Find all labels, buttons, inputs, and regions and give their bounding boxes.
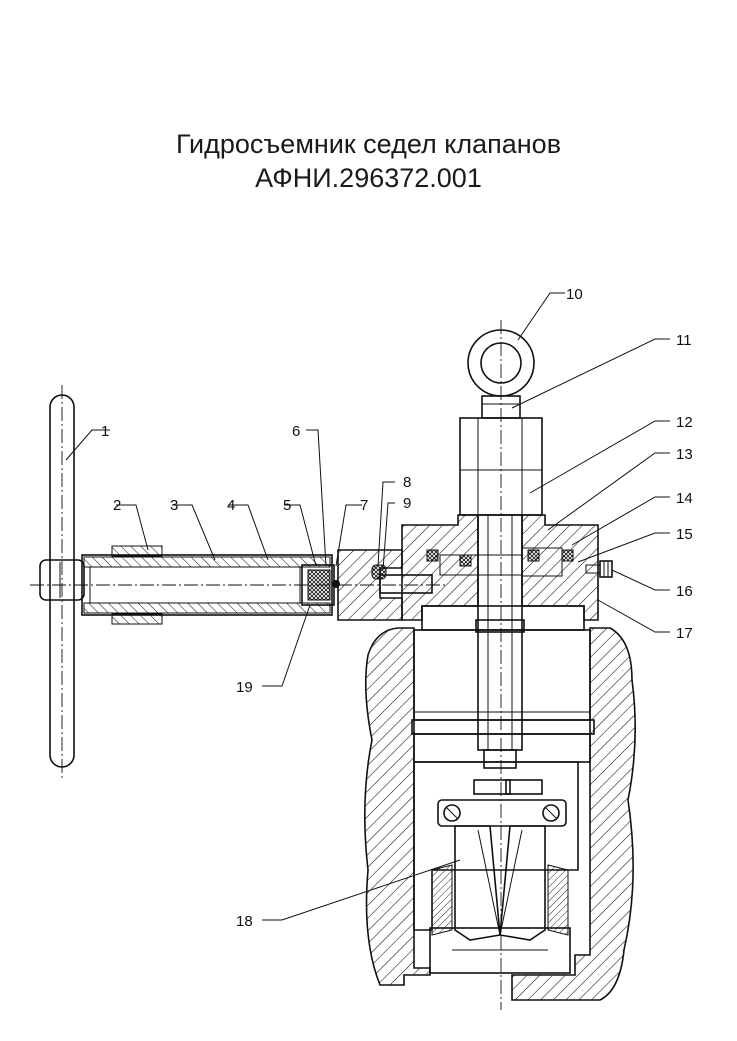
valve-body — [364, 627, 636, 1001]
callout-13: 13 — [676, 446, 693, 463]
callout-3: 3 — [170, 497, 178, 514]
leader-lines — [65, 292, 670, 921]
callout-14: 14 — [676, 490, 693, 507]
callout-7: 7 — [360, 497, 368, 514]
drawing-number: АФНИ.296372.001 — [255, 163, 482, 193]
callout-2: 2 — [113, 497, 121, 514]
cavity-outline — [411, 605, 595, 974]
callout-11: 11 — [676, 332, 692, 349]
callout-8: 8 — [403, 474, 411, 491]
callout-15: 15 — [676, 526, 693, 543]
callout-10: 10 — [566, 286, 583, 303]
puller-jaws — [437, 779, 567, 941]
callout-4: 4 — [227, 497, 235, 514]
center-lines — [30, 320, 502, 1010]
callout-16: 16 — [676, 583, 693, 600]
callout-6: 6 — [292, 423, 300, 440]
cylinder-head — [401, 514, 613, 621]
callout-17: 17 — [676, 625, 693, 642]
callout-5: 5 — [283, 497, 291, 514]
callout-12: 12 — [676, 414, 693, 431]
central-rod — [475, 514, 525, 769]
drawing-title: Гидросъемник седел клапанов — [175, 129, 562, 159]
callout-9: 9 — [403, 495, 411, 512]
callout-1: 1 — [101, 423, 109, 440]
callout-18: 18 — [236, 913, 253, 930]
callout-19: 19 — [236, 679, 253, 696]
callout-labels: 1 2 3 4 5 6 7 8 9 10 11 12 13 14 15 16 1… — [101, 286, 693, 930]
